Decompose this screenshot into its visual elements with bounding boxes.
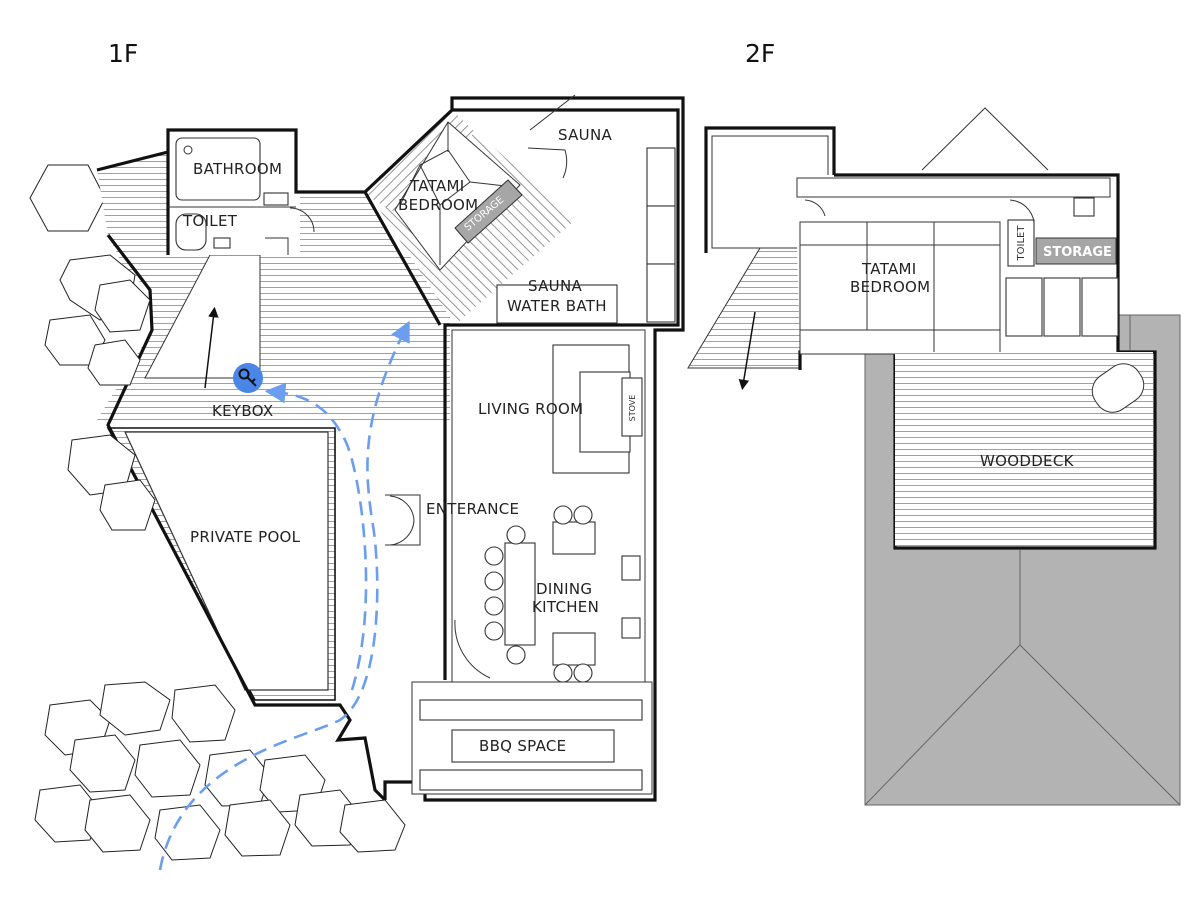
label-bbq: BBQ SPACE: [479, 737, 566, 755]
bed-1: [1005, 277, 1043, 337]
stair-2f-arrow: [738, 311, 756, 391]
label-dining-a: DINING: [536, 580, 592, 598]
toilet-sink: [213, 237, 231, 249]
west-deck: [97, 152, 205, 425]
label-stove: STOVE: [628, 395, 637, 422]
label-sauna-water-b: WATER BATH: [507, 297, 607, 315]
guide-route-main: [158, 320, 410, 871]
sauna-bench-3: [646, 263, 676, 323]
sink: [263, 192, 289, 206]
storage-2f: [1035, 237, 1117, 265]
storage-1f: [454, 179, 523, 244]
label-tatami-1f-a: TATAMI: [409, 177, 465, 195]
washbasin-2f: [1073, 197, 1095, 217]
tree-cluster-west: [44, 254, 156, 531]
kitchen-sink: [621, 617, 641, 639]
keybox-marker[interactable]: [233, 363, 263, 393]
label-bathroom: BATHROOM: [193, 160, 282, 178]
deck-north: [300, 195, 450, 420]
private-pool: [124, 431, 329, 691]
label-tatami-1f-b: BEDROOM: [398, 196, 478, 214]
bathtub: [175, 137, 261, 201]
cooktop: [621, 555, 641, 581]
roof-peak: [921, 107, 1049, 171]
floor-label-2f: 2F: [745, 39, 775, 68]
bbq-grill: [451, 729, 615, 763]
label-tatami-2f-b: BEDROOM: [850, 278, 930, 296]
label-sauna-water-a: SAUNA: [528, 277, 582, 295]
label-toilet-2f: TOILET: [1016, 225, 1027, 262]
key-icon: [238, 368, 257, 387]
label-sauna: SAUNA: [558, 126, 612, 144]
label-tatami-2f-a: TATAMI: [861, 260, 917, 278]
side-table-1: [552, 521, 596, 555]
tree-cluster-south: [34, 681, 406, 861]
tatami-bedroom: [394, 121, 521, 271]
bed-3: [1081, 277, 1119, 337]
toilet-fixture: [175, 213, 207, 251]
label-toilet: TOILET: [182, 212, 238, 230]
guide-route-keybox: [264, 382, 368, 691]
label-wooddeck: WOODDECK: [980, 452, 1075, 470]
tatami-bedroom-2f: [799, 221, 1001, 355]
sauna-water-bath: [496, 284, 618, 324]
bed-2: [1043, 277, 1081, 337]
bbq-bench-bottom: [419, 769, 643, 791]
floor-label-1f: 1F: [108, 39, 138, 68]
stair-direction-arrow: [204, 306, 219, 389]
label-living-room: LIVING ROOM: [478, 400, 583, 418]
bbq-bench-top: [419, 699, 643, 721]
hot-tub: [1091, 363, 1145, 413]
label-storage-2f: STORAGE: [1043, 245, 1112, 260]
label-private-pool: PRIVATE POOL: [190, 528, 301, 546]
sauna-bench-2: [646, 205, 676, 265]
label-keybox: KEYBOX: [212, 402, 273, 420]
stair-2f: [687, 247, 801, 369]
label-entrance: ENTERANCE: [426, 500, 519, 518]
hexagon-tree-icon: [29, 164, 106, 232]
label-dining-b: KITCHEN: [532, 598, 599, 616]
stove-fixture: [621, 377, 643, 437]
sauna-bench-1: [646, 147, 676, 207]
toilet-2f: [1007, 219, 1035, 267]
kitchen-counter: [552, 632, 596, 666]
dining-table: [504, 542, 536, 646]
west-boundary-wall: [96, 150, 387, 802]
